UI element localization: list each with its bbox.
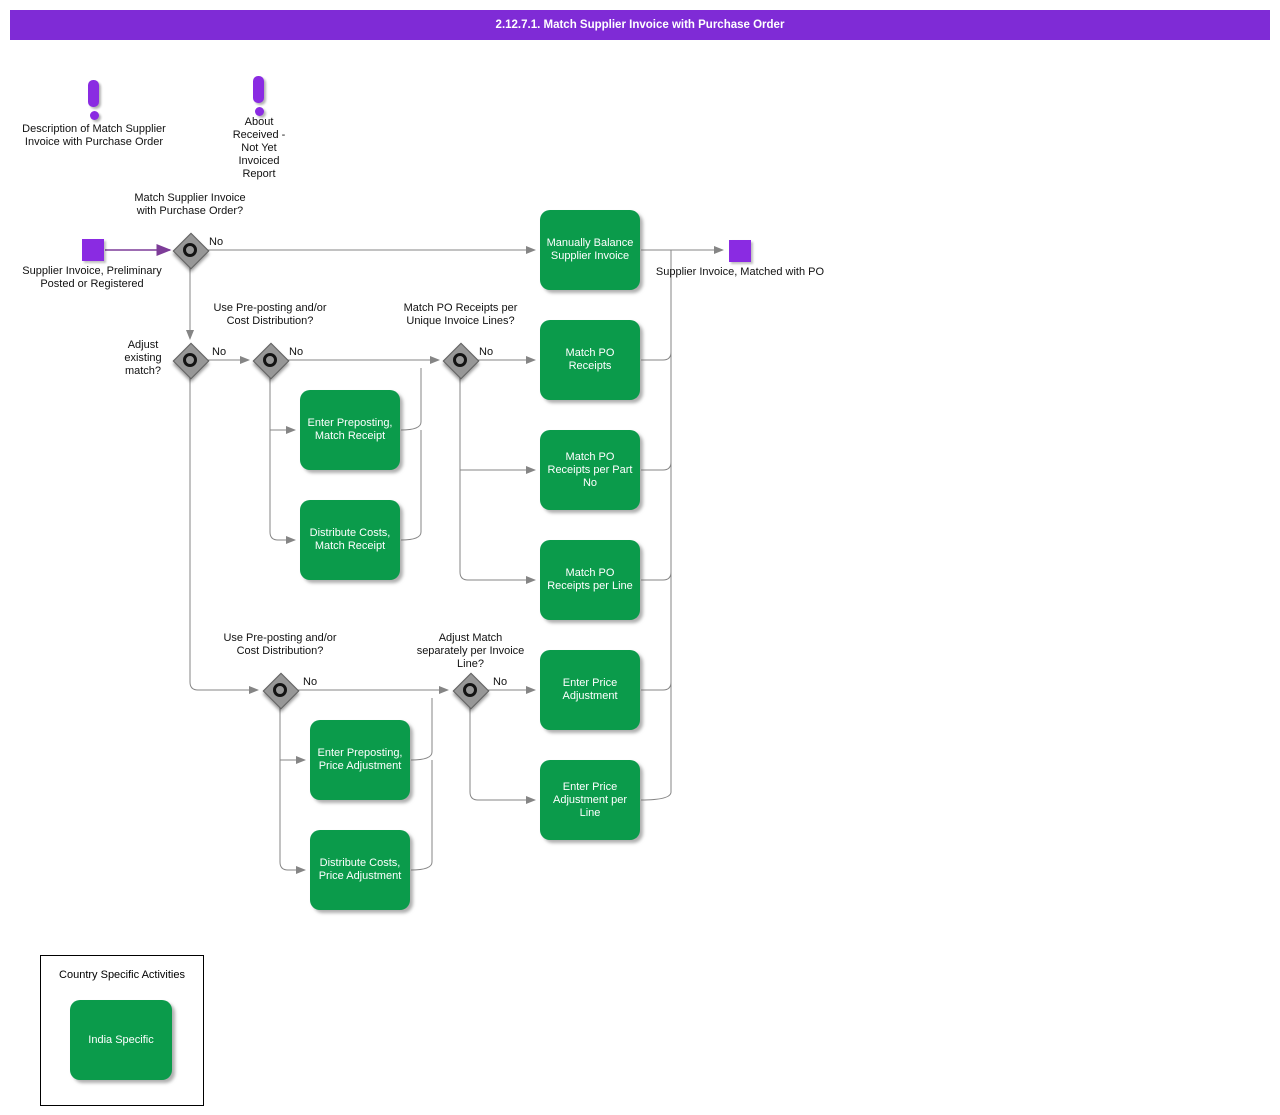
activity-enter-preposting-match-receipt[interactable]: Enter Preposting, Match Receipt (300, 390, 400, 470)
decision-match-supplier-icon (172, 232, 210, 270)
exclamation-bar (253, 76, 264, 103)
activity-india-specific[interactable]: India Specific (70, 1000, 172, 1080)
diagram-title: 2.12.7.1. Match Supplier Invoice with Pu… (495, 19, 785, 31)
decision-match-supplier-no: No (209, 236, 224, 248)
activity-distribute-costs-price-adjustment[interactable]: Distribute Costs, Price Adjustment (310, 830, 410, 910)
decision-adjust-match-no: No (493, 676, 508, 688)
decision-po-receipts-no: No (479, 346, 494, 358)
exclamation-icon[interactable] (248, 76, 270, 120)
activity-enter-price-adjustment[interactable]: Enter Price Adjustment (540, 650, 640, 730)
exclamation-dot (254, 107, 264, 116)
decision-preposting-lower-no: No (303, 676, 318, 688)
country-box-title: Country Specific Activities (59, 969, 185, 981)
end-node (729, 240, 751, 262)
decision-po-receipts-question: Match PO Receipts per Unique Invoice Lin… (403, 302, 518, 327)
activity-match-po-receipts-per-line[interactable]: Match PO Receipts per Line (540, 540, 640, 620)
activity-manually-balance-supplier-invoice[interactable]: Manually Balance Supplier Invoice (540, 210, 640, 290)
activity-match-po-receipts-per-part-no[interactable]: Match PO Receipts per Part No (540, 430, 640, 510)
decision-preposting-upper-question: Use Pre-posting and/or Cost Distribution… (213, 302, 327, 327)
exclamation-dot (89, 111, 99, 120)
decision-preposting-lower-question: Use Pre-posting and/or Cost Distribution… (223, 632, 337, 657)
decision-adjust-match-question: Adjust Match separately per Invoice Line… (416, 632, 525, 670)
exclamation-bar (88, 80, 99, 107)
decision-preposting-upper-no: No (289, 346, 304, 358)
activity-enter-preposting-price-adjustment[interactable]: Enter Preposting, Price Adjustment (310, 720, 410, 800)
decision-preposting-upper-icon (252, 342, 290, 380)
start-node-label: Supplier Invoice, Preliminary Posted or … (22, 265, 162, 290)
activity-distribute-costs-match-receipt[interactable]: Distribute Costs, Match Receipt (300, 500, 400, 580)
decision-adjust-existing-icon (172, 342, 210, 380)
exclamation-icon[interactable] (83, 80, 105, 124)
decision-adjust-existing-question: Adjust existing match? (124, 339, 162, 377)
decision-match-supplier-question: Match Supplier Invoice with Purchase Ord… (134, 192, 246, 217)
activity-enter-price-adjustment-per-line[interactable]: Enter Price Adjustment per Line (540, 760, 640, 840)
end-node-label: Supplier Invoice, Matched with PO (655, 266, 825, 278)
note-description-link[interactable]: Description of Match Supplier Invoice wi… (22, 123, 166, 148)
diagram-title-bar: 2.12.7.1. Match Supplier Invoice with Pu… (10, 10, 1270, 40)
activity-match-po-receipts[interactable]: Match PO Receipts (540, 320, 640, 400)
decision-adjust-existing-no: No (212, 346, 227, 358)
decision-po-receipts-icon (442, 342, 480, 380)
decision-preposting-lower-icon (262, 672, 300, 710)
note-report-link[interactable]: About Received - Not Yet Invoiced Report (232, 116, 286, 180)
start-node (82, 239, 104, 261)
decision-adjust-match-icon (452, 672, 490, 710)
